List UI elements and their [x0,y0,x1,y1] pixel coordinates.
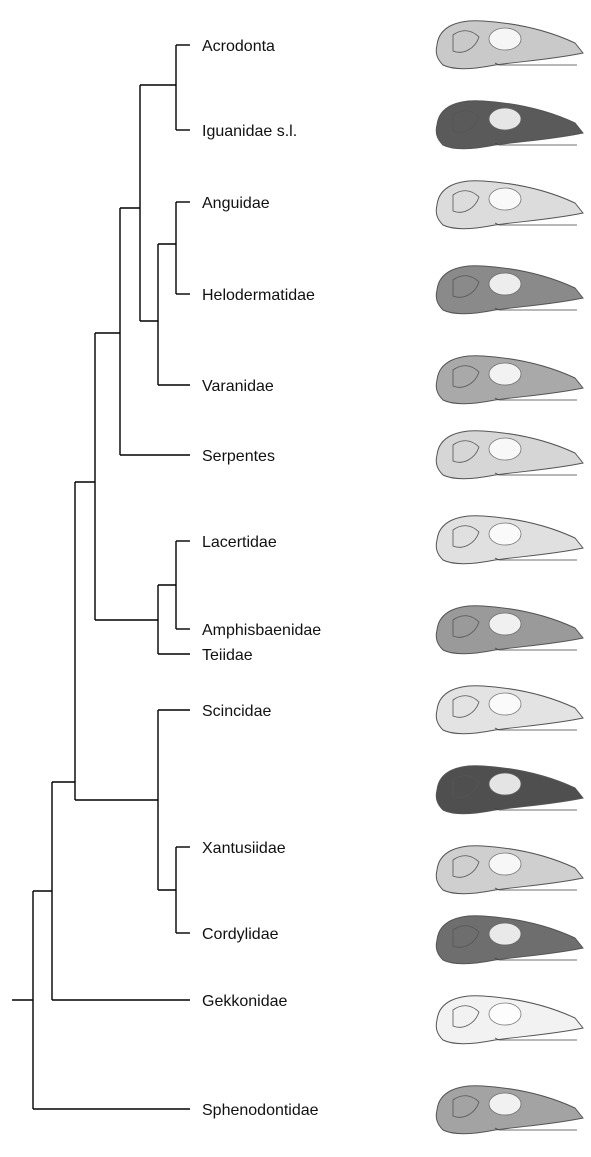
skull-acrodonta-icon [436,21,583,69]
taxon-label-gekkonidae: Gekkonidae [202,993,287,1010]
taxon-label-scincidae: Scincidae [202,703,271,720]
skull-lacertidae-icon [436,516,583,564]
skull-sphenodontidae-icon [436,1086,583,1134]
skull-iguanidae-icon [436,101,583,149]
taxon-label-serpentes: Serpentes [202,448,275,465]
skull-amphisbaenidae-icon [436,606,583,654]
taxon-label-amphisbaenidae: Amphisbaenidae [202,622,321,639]
skull-gekkonidae-icon [436,996,583,1044]
taxon-label-lacertidae: Lacertidae [202,534,277,551]
skull-varanidae-icon [436,356,583,404]
taxon-label-anguidae: Anguidae [202,195,270,212]
taxon-label-sphenodontidae: Sphenodontidae [202,1102,319,1119]
skull-serpentes-icon [436,431,583,479]
taxon-label-teiidae: Teiidae [202,647,253,664]
taxon-label-iguanidae: Iguanidae s.l. [202,123,297,140]
skull-scincidae-icon [436,766,583,814]
taxon-label-helodermatidae: Helodermatidae [202,287,315,304]
taxon-label-xantusiidae: Xantusiidae [202,840,286,857]
skull-xantusiidae-icon [436,846,583,894]
taxon-label-acrodonta: Acrodonta [202,38,275,55]
taxon-label-cordylidae: Cordylidae [202,926,279,943]
skull-teiidae-icon [436,686,583,734]
cladogram [12,45,190,1109]
taxon-label-varanidae: Varanidae [202,378,274,395]
skull-images [436,21,583,1134]
taxon-labels: Acrodonta Iguanidae s.l. Anguidae Helode… [202,38,321,1119]
skull-anguidae-icon [436,181,583,229]
skull-cordylidae-icon [436,916,583,964]
skull-helodermatidae-icon [436,266,583,314]
